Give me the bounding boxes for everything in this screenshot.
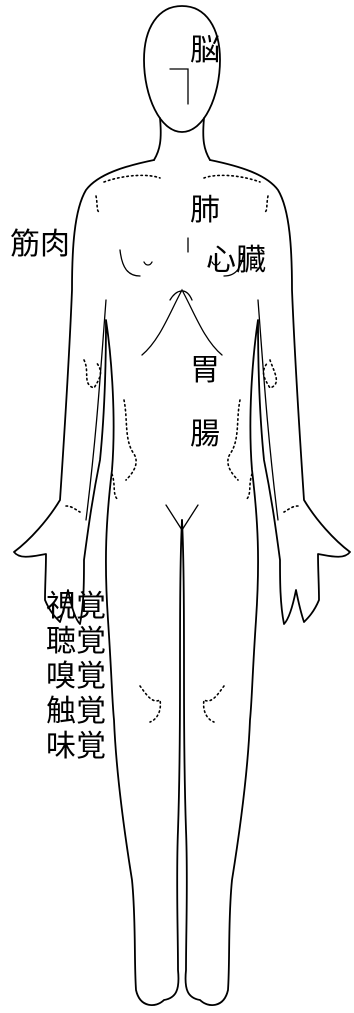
- body-left-outline: [14, 160, 182, 1005]
- label-muscle: 筋肉: [10, 230, 70, 260]
- senses-list: 視覚 聴覚 嗅覚 触覚 味覚: [46, 592, 106, 762]
- label-sense-sight: 視覚: [46, 592, 106, 622]
- label-sense-hearing: 聴覚: [46, 627, 106, 657]
- label-stomach: 胃: [190, 356, 220, 386]
- label-intestine: 腸: [190, 420, 220, 450]
- label-heart: 心臓: [206, 246, 266, 276]
- body-right-outline: [182, 160, 350, 1005]
- nose-mark: [170, 69, 188, 104]
- arm-inner-lines: [86, 300, 278, 520]
- label-brain: 脳: [190, 36, 220, 66]
- label-sense-touch: 触覚: [46, 697, 106, 727]
- neck-outline: [154, 118, 210, 160]
- label-sense-smell: 嗅覚: [46, 662, 106, 692]
- label-lungs: 肺: [190, 196, 220, 226]
- label-sense-taste: 味覚: [46, 732, 106, 762]
